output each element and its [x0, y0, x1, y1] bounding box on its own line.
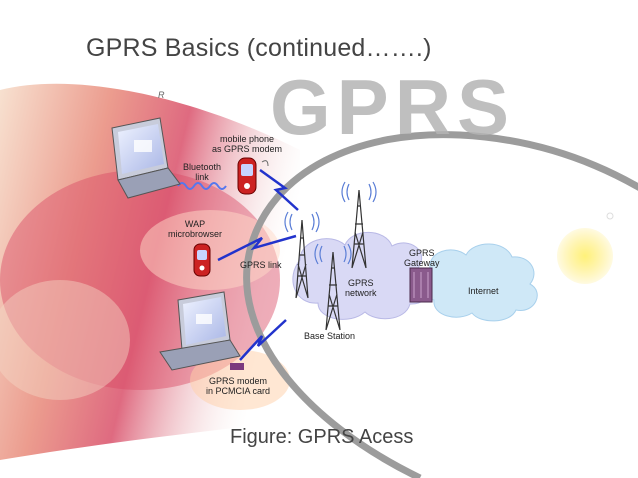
label-gprs-link-text: GPRS link — [240, 260, 282, 270]
base-station-tower — [295, 189, 367, 331]
sun-shape — [557, 228, 613, 284]
label-bluetooth: Bluetooth link — [183, 162, 221, 182]
label-mobile-phone-modem-text: mobile phone as GPRS modem — [212, 134, 283, 154]
top-decoration-mark: R — [158, 90, 165, 100]
label-mobile-phone-modem: mobile phone as GPRS modem — [212, 134, 282, 154]
laptop-bottom — [159, 291, 244, 371]
label-base-station: Base Station — [304, 331, 355, 341]
label-internet: Internet — [468, 286, 499, 296]
label-pcmcia: GPRS modem in PCMCIA card — [206, 376, 270, 396]
label-internet-text: Internet — [468, 286, 499, 296]
internet-cloud — [419, 243, 538, 322]
laptop-top — [111, 117, 181, 199]
gprs-watermark: GPRS — [270, 63, 516, 151]
gprs-radio-link — [217, 168, 299, 361]
label-wap-text: WAP microbrowser — [168, 219, 223, 239]
bluetooth-wave — [177, 182, 227, 190]
label-wap: WAP microbrowser — [168, 219, 222, 239]
mobile-phone — [237, 157, 269, 195]
label-gprs-network-text: GPRS network — [345, 278, 377, 298]
label-gprs-gateway: GPRS Gateway — [404, 248, 440, 268]
label-bluetooth-text: Bluetooth link — [183, 162, 222, 182]
figure-caption: Figure: GPRS Acess — [230, 426, 414, 448]
label-gprs-network: GPRS network — [345, 278, 377, 298]
label-gprs-link: GPRS link — [240, 260, 282, 270]
wap-phone — [193, 243, 211, 277]
label-base-station-text: Base Station — [304, 331, 356, 341]
label-gprs-gateway-text: GPRS Gateway — [404, 248, 440, 268]
background-arc — [243, 131, 638, 478]
tower-signal-waves — [284, 181, 377, 265]
slide-title: GPRS Basics (continued…….) — [86, 34, 432, 62]
label-pcmcia-text: GPRS modem in PCMCIA card — [206, 376, 271, 396]
